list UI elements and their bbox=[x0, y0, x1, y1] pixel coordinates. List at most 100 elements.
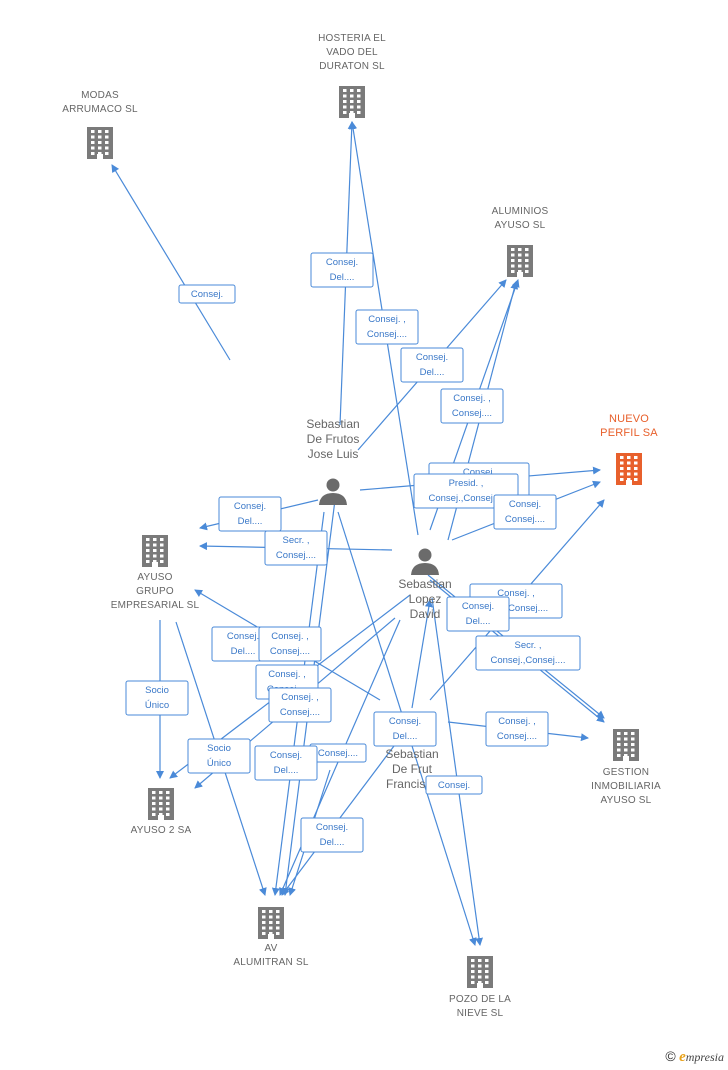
person-label: David bbox=[410, 607, 441, 621]
edge-label[interactable]: Consej. Del.... bbox=[300, 817, 364, 853]
edge-label-text: Consej.,Consej.... bbox=[491, 655, 566, 666]
person-label: De Frutos bbox=[307, 432, 360, 446]
building-icon bbox=[148, 788, 174, 820]
company-label: EMPRESARIAL SL bbox=[111, 600, 200, 611]
edge-label-text: Secr.,Consej.... bbox=[484, 603, 548, 614]
building-icon bbox=[613, 729, 639, 761]
edge-label-text: Consej.... bbox=[318, 748, 358, 759]
company-node-nuevo[interactable]: NUEVO PERFIL SA bbox=[600, 413, 658, 485]
edge-label-text: Del.... bbox=[320, 837, 345, 848]
brand-initial: e bbox=[679, 1049, 686, 1065]
company-label: POZO DE LA bbox=[449, 994, 511, 1005]
edge-label[interactable]: Consej.Del.... bbox=[446, 596, 510, 632]
person-label: Sebastian bbox=[385, 747, 438, 761]
edge-label[interactable]: Consej. bbox=[178, 284, 236, 304]
building-icon bbox=[507, 245, 533, 277]
building-icon bbox=[142, 535, 168, 567]
edge-label-text: Consej.... bbox=[452, 408, 492, 419]
edge-label-text: Consej.... bbox=[505, 514, 545, 525]
edge-label-text: Consej.,Consej.... bbox=[429, 493, 504, 504]
edge-label[interactable]: Consej. bbox=[425, 775, 483, 795]
edge-label-text: Consej.... bbox=[280, 707, 320, 718]
edge-label-text: Único bbox=[145, 700, 169, 711]
person-label: Jose Luis bbox=[308, 447, 359, 461]
edge-label[interactable]: Consej. , Consej.... bbox=[268, 687, 332, 723]
company-node-pozo[interactable]: POZO DE LA NIEVE SL bbox=[449, 956, 511, 1019]
edge-label-text: Consej. , bbox=[497, 588, 535, 599]
person-icon bbox=[411, 548, 439, 575]
edge-label-text: Del.... bbox=[420, 367, 445, 378]
edge-label-text: Consej. bbox=[463, 467, 495, 478]
edge-label[interactable]: Consej.... bbox=[309, 743, 367, 763]
company-label: INMOBILIARIA bbox=[591, 781, 661, 792]
edge-label-text: Consej. bbox=[509, 499, 541, 510]
edge-label-text: Del.... bbox=[238, 516, 263, 527]
edge-label[interactable]: Secr. , Consej.... bbox=[264, 530, 328, 566]
edge-label-text: Consej.... bbox=[367, 329, 407, 340]
company-label: PERFIL SA bbox=[600, 427, 658, 439]
company-label: AV bbox=[265, 943, 278, 954]
edge-label-text: Secr. , bbox=[515, 640, 542, 651]
person-label: Lopez bbox=[409, 592, 442, 606]
building-icon bbox=[87, 127, 113, 159]
edge-label-text: Consej. bbox=[316, 822, 348, 833]
edge-label[interactable]: Consej. Consej.... bbox=[493, 494, 557, 530]
edge-label[interactable]: Secr. , Consej.,Consej.... bbox=[475, 635, 581, 671]
company-label: ALUMITRAN SL bbox=[233, 957, 308, 968]
edge-label[interactable]: Consej.Del.... bbox=[310, 252, 374, 288]
person-label: Sebastian bbox=[398, 577, 451, 591]
edge-label-text: Consej.... bbox=[497, 731, 537, 742]
edge-label[interactable]: Consej. ,Consej.... bbox=[258, 626, 322, 662]
company-label: HOSTERIA EL bbox=[318, 33, 386, 44]
edge-label-text: Consej. , bbox=[281, 692, 319, 703]
edge-label[interactable]: Presid. ,Consej.,Consej.... bbox=[413, 473, 519, 509]
edge-label[interactable]: Consej. ,Consej.... bbox=[485, 711, 549, 747]
edge-label-text: Consej. , bbox=[453, 393, 491, 404]
company-label: AYUSO bbox=[137, 572, 172, 583]
edge-label-text: Secr. , bbox=[283, 535, 310, 546]
edge-label[interactable]: Consej.Del.... bbox=[373, 711, 437, 747]
person-label: Sebastian bbox=[306, 417, 359, 431]
brand-logo: empresia bbox=[679, 1049, 724, 1065]
relation-edge bbox=[411, 599, 433, 709]
edge-label-text: Consej. bbox=[191, 289, 223, 300]
building-icon bbox=[258, 907, 284, 939]
edge-label-text: Consej. bbox=[462, 601, 494, 612]
edge-label-text: Consej. , bbox=[271, 631, 309, 642]
person-icon bbox=[319, 478, 347, 505]
company-node-av[interactable]: AV ALUMITRAN SL bbox=[233, 907, 309, 968]
edge-label[interactable]: Consej. Del.... bbox=[400, 347, 464, 383]
edge-label[interactable]: Consej. , Consej.... bbox=[355, 309, 419, 345]
edge-label-text: Consej.... bbox=[276, 550, 316, 561]
edge-label-text: Consej. , bbox=[368, 314, 406, 325]
edge-label[interactable]: Consej. , Consej.... bbox=[440, 388, 504, 424]
edge-label-text: Único bbox=[207, 758, 231, 769]
footer-brand: © empresia bbox=[665, 1048, 724, 1066]
edge-label-text: Del.... bbox=[274, 765, 299, 776]
edge-label-text: Consej. bbox=[416, 352, 448, 363]
company-label: ARRUMACO SL bbox=[62, 104, 138, 115]
company-label: NIEVE SL bbox=[457, 1008, 504, 1019]
relation-edge bbox=[431, 597, 484, 946]
edge-label-text: Socio bbox=[145, 685, 169, 696]
edge-label-text: Consej. bbox=[270, 750, 302, 761]
edge-label[interactable]: Consej. Del.... bbox=[254, 745, 318, 781]
copyright-symbol: © bbox=[665, 1048, 676, 1064]
company-node-ayuso2[interactable]: AYUSO 2 SA bbox=[131, 788, 192, 836]
edge-label[interactable]: Consej.Del.... bbox=[218, 496, 282, 532]
company-label: NUEVO bbox=[609, 413, 649, 425]
company-label: AYUSO SL bbox=[495, 220, 546, 231]
building-icon bbox=[467, 956, 493, 988]
edge-label-text: Consej. bbox=[438, 780, 470, 791]
